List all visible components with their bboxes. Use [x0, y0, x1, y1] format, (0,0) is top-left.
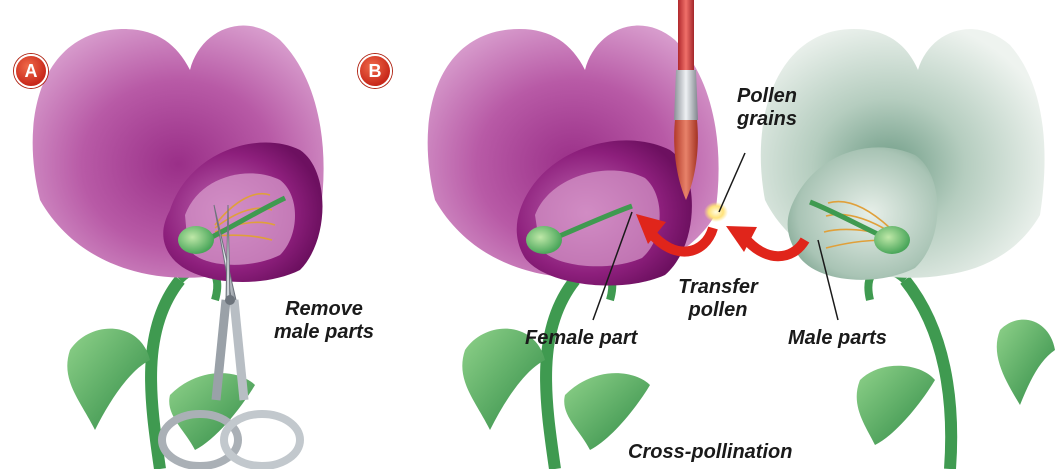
label-female-part: Female part — [525, 327, 637, 350]
label-pollen-grains: Pollen grains — [722, 85, 812, 131]
leader-line-pollen — [719, 153, 745, 212]
badge-a: A — [14, 54, 48, 88]
stem — [546, 280, 575, 469]
label-remove-line2: male parts — [262, 321, 386, 344]
label-transfer-line1: Transfer — [668, 276, 768, 299]
pollen-grains-glow — [704, 202, 728, 222]
label-male-parts: Male parts — [788, 327, 887, 350]
paintbrush-icon — [674, 0, 698, 200]
ovary — [526, 226, 562, 254]
label-transfer-pollen: Transfer pollen — [668, 276, 768, 322]
ovary — [178, 226, 214, 254]
label-remove-line1: Remove — [262, 298, 386, 321]
flower-a — [33, 26, 324, 469]
badge-b: B — [358, 54, 392, 88]
label-cross-pollination: Cross-pollination — [628, 441, 792, 464]
leaf — [997, 320, 1055, 405]
label-remove-male-parts: Remove male parts — [262, 298, 386, 344]
label-pollen-line1: Pollen — [722, 85, 812, 108]
leaf — [67, 329, 150, 430]
ovary — [874, 226, 910, 254]
leaf — [564, 373, 650, 450]
label-transfer-line2: pollen — [668, 299, 768, 322]
label-pollen-line2: grains — [722, 108, 812, 131]
leaf — [857, 366, 935, 445]
